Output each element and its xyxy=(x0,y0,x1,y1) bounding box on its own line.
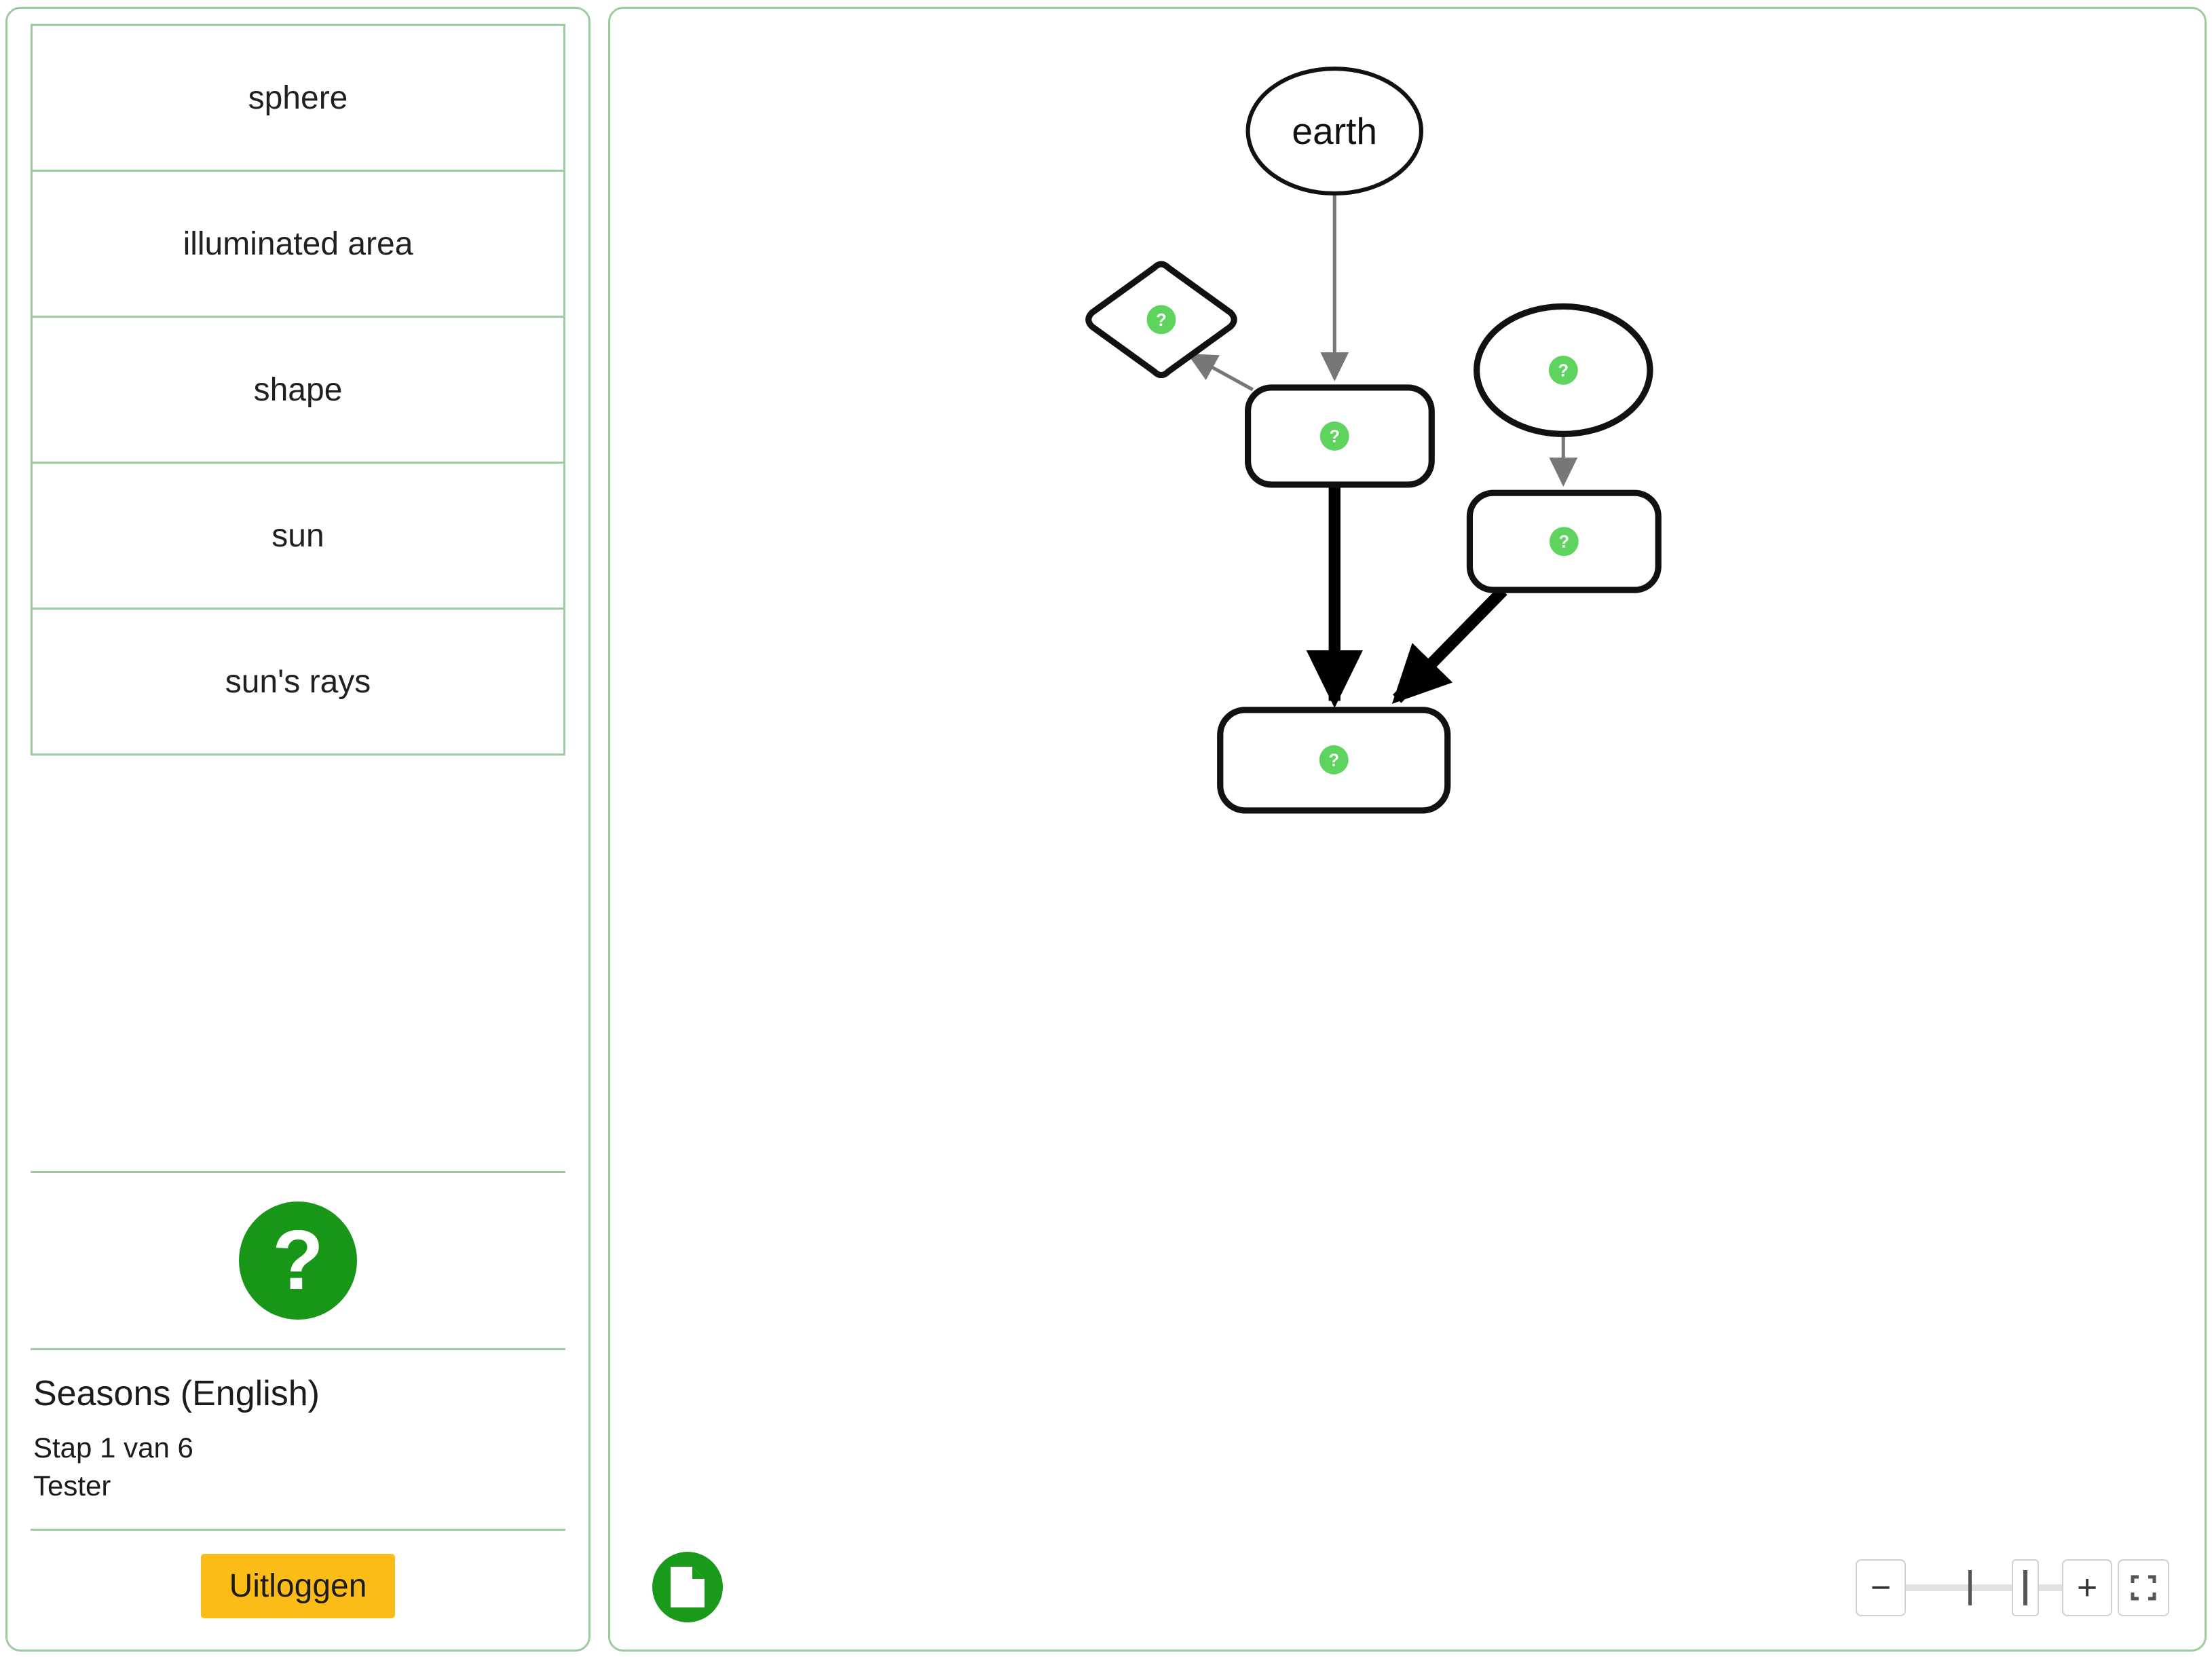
concept-item-shape[interactable]: shape xyxy=(31,316,565,464)
help-question-icon[interactable]: ? xyxy=(239,1201,357,1320)
zoom-controls: − + xyxy=(1856,1559,2169,1617)
node-center-rect[interactable]: ? xyxy=(1245,384,1435,488)
exercise-title: Seasons (English) xyxy=(33,1373,320,1413)
concept-list: sphere illuminated area shape sun sun's … xyxy=(7,9,588,756)
sidebar-panel: sphere illuminated area shape sun sun's … xyxy=(5,7,591,1652)
exercise-meta: Seasons (English) Stap 1 van 6 Tester xyxy=(7,1350,588,1529)
edge-rightrect-to-bottom xyxy=(1391,587,1507,704)
node-bottom-rect[interactable]: ? xyxy=(1217,707,1451,814)
exercise-step: Stap 1 van 6 xyxy=(33,1431,193,1464)
node-right-ellipse-badge[interactable] xyxy=(1548,355,1578,385)
node-right-rect[interactable]: ? xyxy=(1466,489,1662,593)
node-bottom-rect-badge-glyph: ? xyxy=(1328,751,1339,770)
zoom-in-button[interactable]: + xyxy=(2062,1559,2112,1616)
zoom-slider[interactable] xyxy=(1906,1559,2062,1616)
node-right-rect-badge[interactable] xyxy=(1549,527,1579,557)
zoom-out-button[interactable]: − xyxy=(1856,1559,1906,1616)
node-bottom-rect-badge[interactable] xyxy=(1319,745,1349,775)
concept-label: sphere xyxy=(248,79,348,116)
logout-button[interactable]: Uitloggen xyxy=(200,1554,396,1618)
node-diamond-badge[interactable] xyxy=(1146,305,1176,335)
node-right-ellipse-badge-glyph: ? xyxy=(1558,361,1569,380)
help-block: ? xyxy=(7,1173,588,1348)
sidebar-spacer xyxy=(7,756,588,1171)
concept-map-graph[interactable]: earth ? ? ? xyxy=(610,9,2205,1650)
edge-center-to-diamond xyxy=(1187,353,1254,392)
document-icon[interactable] xyxy=(652,1552,723,1622)
exercise-user: Tester xyxy=(33,1470,111,1502)
divider-above-logout xyxy=(31,1529,565,1531)
logout-block: Uitloggen xyxy=(7,1531,588,1650)
zoom-slider-thumb-bar xyxy=(2023,1570,2027,1605)
concept-item-sun[interactable]: sun xyxy=(31,462,565,610)
node-center-rect-badge[interactable] xyxy=(1319,421,1349,451)
node-earth[interactable]: earth xyxy=(1245,67,1423,196)
node-right-rect-badge-glyph: ? xyxy=(1559,533,1570,552)
concept-label: sun xyxy=(271,517,324,554)
node-diamond[interactable]: ? xyxy=(1085,261,1237,379)
zoom-slider-thumb[interactable] xyxy=(2012,1559,2039,1616)
concept-item-illuminated-area[interactable]: illuminated area xyxy=(31,170,565,318)
zoom-in-glyph: + xyxy=(2076,1568,2098,1607)
concept-map-canvas[interactable]: earth ? ? ? xyxy=(608,7,2207,1652)
document-glyph xyxy=(671,1567,705,1607)
zoom-slider-track[interactable] xyxy=(1906,1584,2062,1591)
fit-screen-button[interactable] xyxy=(2118,1559,2169,1616)
concept-item-sphere[interactable]: sphere xyxy=(31,24,565,172)
concept-label: shape xyxy=(253,371,343,408)
node-diamond-badge-glyph: ? xyxy=(1156,311,1167,330)
concept-item-suns-rays[interactable]: sun's rays xyxy=(31,608,565,756)
concept-label: sun's rays xyxy=(225,663,371,700)
divider-above-help xyxy=(31,1170,565,1173)
help-question-glyph: ? xyxy=(272,1213,324,1307)
zoom-slider-tick xyxy=(1968,1570,1972,1605)
fit-screen-icon xyxy=(2131,1575,2156,1601)
concept-label: illuminated area xyxy=(183,225,413,262)
node-right-ellipse[interactable]: ? xyxy=(1474,303,1653,437)
node-earth-label: earth xyxy=(1292,110,1377,152)
zoom-out-glyph: − xyxy=(1870,1568,1892,1607)
node-center-rect-badge-glyph: ? xyxy=(1329,427,1340,446)
divider-below-help xyxy=(31,1347,565,1350)
